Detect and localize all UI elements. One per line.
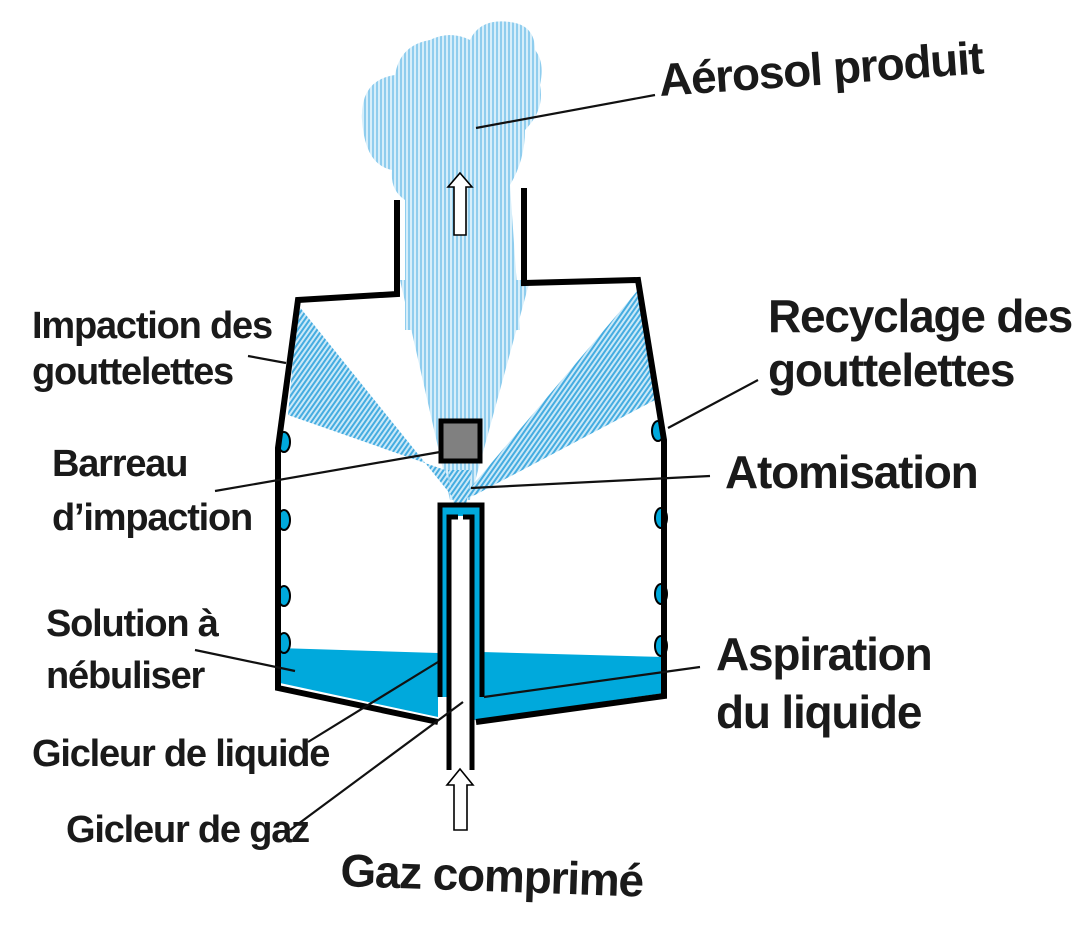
- leader-solution: [194, 648, 296, 673]
- liquid-left: [278, 648, 438, 717]
- leader-aerosol: [475, 93, 656, 130]
- label-solution-line1: Solution à: [46, 603, 220, 645]
- chamber-wall: [275, 188, 667, 725]
- atomisation-jet: [448, 470, 472, 505]
- leader-aspiration: [483, 665, 701, 699]
- label-gicleur-liquide: Gicleur de liquide: [32, 733, 329, 775]
- leader-impaction: [247, 354, 287, 365]
- label-recyclage-line1: Recyclage des: [768, 290, 1072, 342]
- label-atomisation: Atomisation: [725, 446, 978, 498]
- label-solution-line2: nébuliser: [46, 655, 206, 697]
- leader-gicleur-liquide: [307, 661, 439, 743]
- leader-lines: [194, 93, 759, 831]
- label-barreau-line2: d’impaction: [52, 497, 252, 539]
- label-recyclage-line2: gouttelettes: [768, 344, 1014, 396]
- liquid-annular-channel: [440, 505, 482, 697]
- label-aspiration-line2: du liquide: [716, 686, 922, 738]
- label-aerosol-produit: Aérosol produit: [657, 31, 985, 106]
- label-impaction-line2: gouttelettes: [32, 351, 233, 393]
- leader-recyclage: [667, 379, 759, 429]
- up-arrow-icon: [445, 767, 475, 831]
- spray-cone-left: [288, 305, 455, 500]
- liquid-nozzle: [437, 502, 485, 697]
- label-impaction-line1: Impaction des: [32, 305, 272, 347]
- aerosol-cloud: [361, 21, 542, 331]
- leader-atomisation: [470, 474, 711, 490]
- impaction-bar: [438, 418, 483, 464]
- gas-nozzle: [446, 514, 475, 770]
- label-gicleur-gaz: Gicleur de gaz: [66, 809, 309, 851]
- up-arrow-icon: [446, 171, 474, 236]
- leader-gicleur-gaz: [289, 701, 464, 831]
- label-gaz-comprime: Gaz comprimé: [340, 844, 645, 907]
- spray-cone-right: [460, 290, 655, 500]
- label-barreau-line1: Barreau: [52, 443, 187, 485]
- spray-cone-center: [400, 280, 530, 500]
- label-aspiration-line1: Aspiration: [716, 628, 931, 680]
- leader-barreau: [214, 450, 441, 493]
